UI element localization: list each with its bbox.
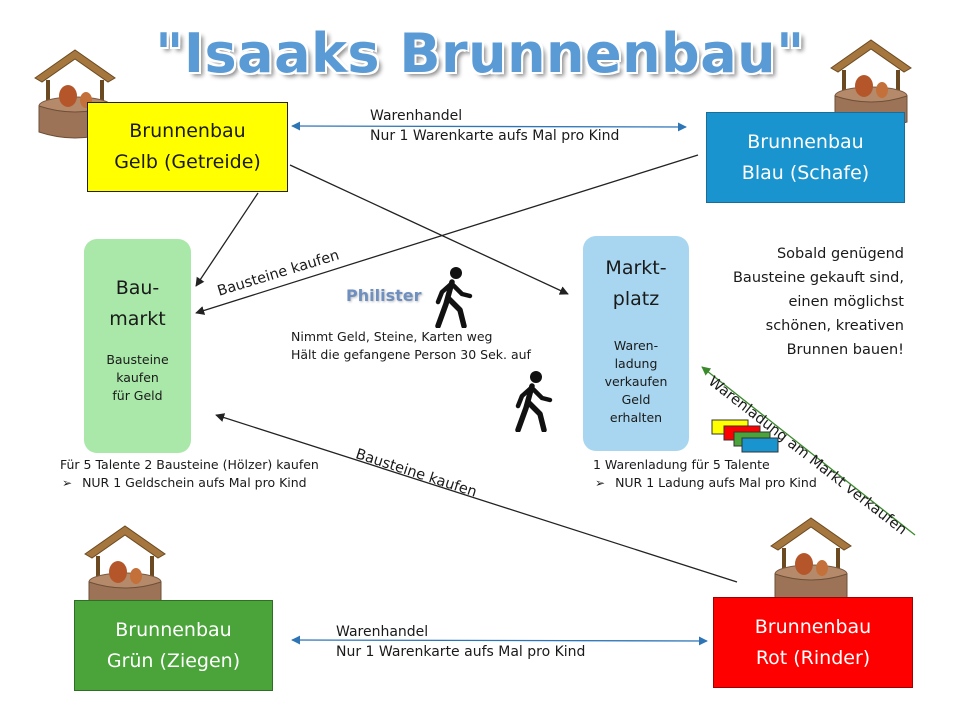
arrow-rot-to-baumarkt xyxy=(215,413,738,583)
info-line: Sobald genügend xyxy=(776,246,904,262)
team-label: Brunnenbau xyxy=(747,130,864,153)
rule-marktplatz: 1 Warenladung für 5 Talente NUR 1 Ladung… xyxy=(593,456,817,492)
walking-person-icon xyxy=(515,371,553,432)
team-box-rot: Brunnenbau Rot (Rinder) xyxy=(713,597,913,688)
arrow-gelb-to-baumarkt xyxy=(195,192,259,287)
trade-rule: Nur 1 Warenkarte aufs Mal pro Kind xyxy=(370,128,620,144)
arrow-trade-top xyxy=(291,121,687,132)
walking-person-icon xyxy=(435,267,473,328)
station-desc: erhalten xyxy=(609,410,663,425)
team-box-gelb: Brunnenbau Gelb (Getreide) xyxy=(87,102,288,192)
station-desc: kaufen xyxy=(116,370,159,385)
trade-title: Warenhandel xyxy=(370,108,463,124)
team-goods: Gelb (Getreide) xyxy=(114,151,261,173)
info-line: schönen, kreativen xyxy=(765,318,904,334)
arrow-rot-to-marktplatz xyxy=(701,366,916,536)
station-title: platz xyxy=(612,288,660,310)
trade-title: Warenhandel xyxy=(336,624,429,640)
arrow-trade-bottom xyxy=(291,635,708,646)
philister-description: Nimmt Geld, Steine, Karten weg Hält die … xyxy=(291,328,531,364)
station-title: Markt- xyxy=(605,257,667,279)
rule-bullet: NUR 1 Ladung aufs Mal pro Kind xyxy=(593,474,817,492)
philister-rule: Hält die gefangene Person 30 Sek. auf xyxy=(291,347,531,362)
team-box-blau: Brunnenbau Blau (Schafe) xyxy=(706,112,905,203)
team-label: Brunnenbau xyxy=(115,618,232,641)
marktplatz-station: Markt- platz Waren- ladung verkaufen Gel… xyxy=(583,236,689,451)
station-desc: Waren- xyxy=(613,338,659,353)
rule-line: NUR 1 Ladung aufs Mal pro Kind xyxy=(615,475,817,490)
station-title: Bau- xyxy=(115,277,160,299)
station-desc: für Geld xyxy=(112,388,163,403)
team-box-gruen: Brunnenbau Grün (Ziegen) xyxy=(74,600,273,691)
station-desc: Bausteine xyxy=(106,352,169,367)
team-label: Brunnenbau xyxy=(129,120,246,142)
station-desc: verkaufen xyxy=(604,374,668,389)
page-title: "Isaaks Brunnenbau" xyxy=(155,22,805,85)
info-line: einen möglichst xyxy=(788,294,904,310)
info-build-well: Sobald genügend Bausteine gekauft sind, … xyxy=(700,242,904,362)
team-label: Brunnenbau xyxy=(754,615,872,638)
team-goods: Rot (Rinder) xyxy=(755,646,871,669)
info-line: Bausteine gekauft sind, xyxy=(732,270,904,286)
info-line: Brunnen bauen! xyxy=(786,342,904,358)
goods-cards-icon xyxy=(711,419,779,453)
rule-line: Für 5 Talente 2 Bausteine (Hölzer) kaufe… xyxy=(60,457,319,472)
station-desc: Geld xyxy=(621,392,651,407)
rule-bullet: NUR 1 Geldschein aufs Mal pro Kind xyxy=(60,474,319,492)
station-title: markt xyxy=(109,308,166,330)
arrow-gelb-to-marktplatz xyxy=(289,164,569,295)
team-goods: Grün (Ziegen) xyxy=(106,649,241,672)
rule-line: 1 Warenladung für 5 Talente xyxy=(593,457,770,472)
rule-baumarkt: Für 5 Talente 2 Bausteine (Hölzer) kaufe… xyxy=(60,456,319,492)
arrow-blau-to-baumarkt xyxy=(195,154,699,315)
team-goods: Blau (Schafe) xyxy=(741,161,870,184)
trade-label-top: Warenhandel Nur 1 Warenkarte aufs Mal pr… xyxy=(370,106,619,146)
rule-line: NUR 1 Geldschein aufs Mal pro Kind xyxy=(82,475,307,490)
station-desc: ladung xyxy=(614,356,658,371)
trade-label-bottom: Warenhandel Nur 1 Warenkarte aufs Mal pr… xyxy=(336,622,585,662)
philister-rule: Nimmt Geld, Steine, Karten weg xyxy=(291,329,493,344)
baumarkt-station: Bau- markt Bausteine kaufen für Geld xyxy=(84,239,191,453)
philister-label: Philister xyxy=(346,286,422,305)
trade-rule: Nur 1 Warenkarte aufs Mal pro Kind xyxy=(336,644,586,660)
